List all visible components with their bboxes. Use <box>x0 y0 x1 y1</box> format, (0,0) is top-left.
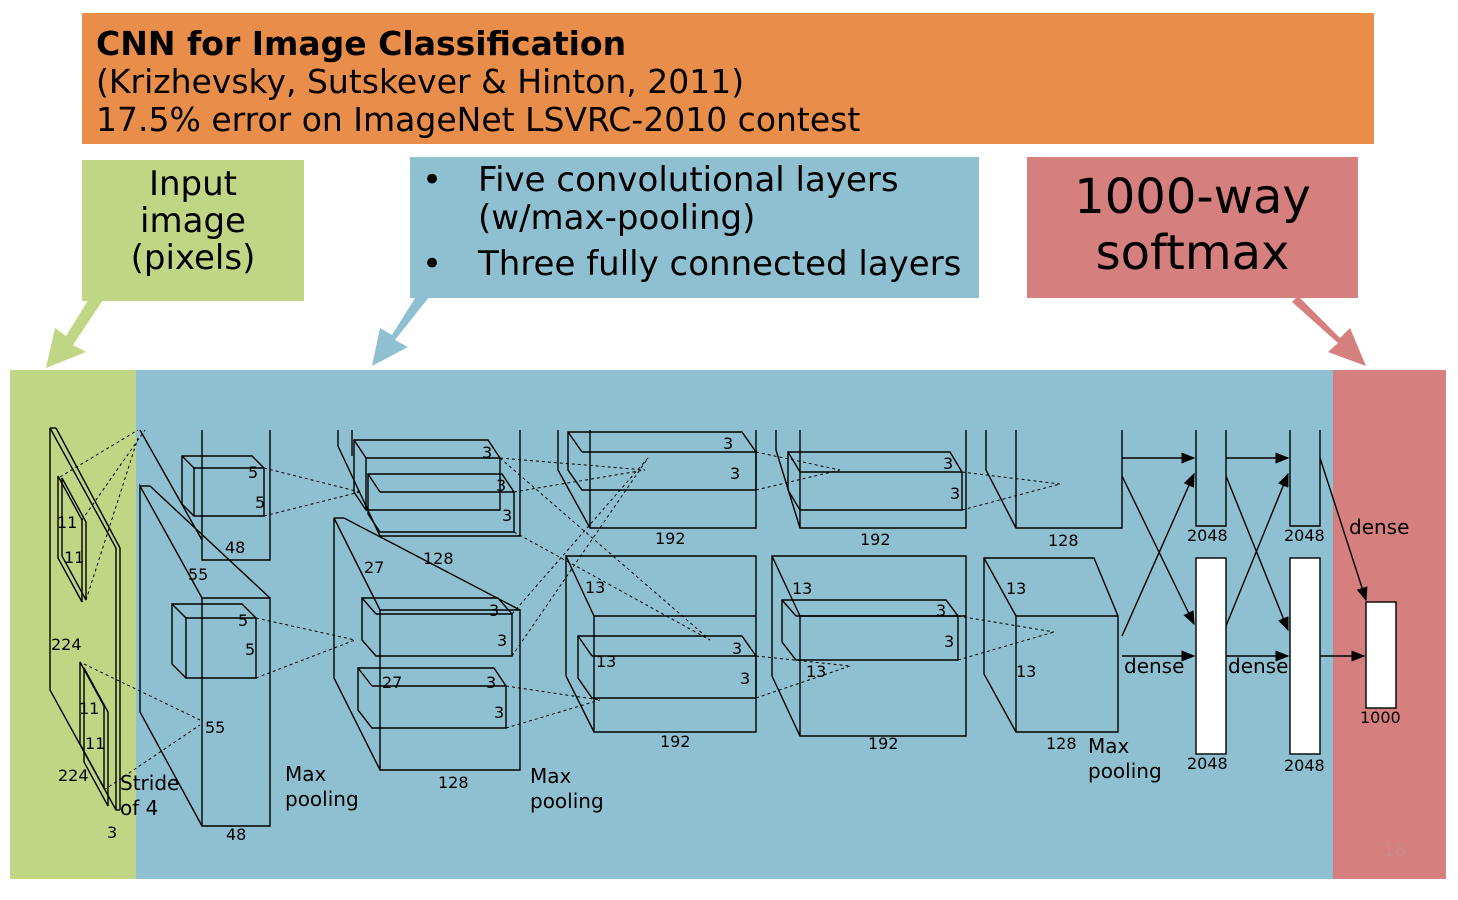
conv5-size-b: 13 <box>1016 662 1036 681</box>
pool1-label-2: pooling <box>285 787 359 811</box>
conv4-block <box>771 430 967 737</box>
softmax-callout: 1000-way softmax <box>1027 157 1358 298</box>
conv2-size-bottom: 27 <box>382 673 402 692</box>
conv3-kernel-c: 3 <box>732 639 742 658</box>
conv3-size-b: 13 <box>596 652 616 671</box>
input-callout-line-2: image <box>140 201 246 241</box>
layers-list-item: • Five convolutional layers (w/max-pooli… <box>422 161 979 237</box>
pool3-label-2: pooling <box>1088 759 1162 783</box>
conv2-kernel-b: 3 <box>496 476 506 495</box>
conv3-depth-bottom: 192 <box>660 732 691 751</box>
input-callout: Input image (pixels) <box>82 160 304 301</box>
conv4-depth-top: 192 <box>860 530 891 549</box>
fc2-size-bottom: 2048 <box>1284 756 1325 775</box>
conv1-depth-top: 48 <box>225 538 245 557</box>
output-layer <box>1365 601 1397 709</box>
layers-list: • Five convolutional layers (w/max-pooli… <box>422 161 979 283</box>
input-kernel-width: 11 <box>64 548 84 567</box>
citation: (Krizhevsky, Sutskever & Hinton, 2011) <box>96 62 745 101</box>
bullet-icon: • <box>422 244 443 284</box>
conv5-block <box>983 430 1123 733</box>
pool1-label-1: Max <box>285 762 327 786</box>
conv4-size-a: 13 <box>792 579 812 598</box>
conv3-kernel-a: 3 <box>723 434 733 453</box>
conv2-kernel-a: 3 <box>482 443 492 462</box>
conv3-kernel-b: 3 <box>730 464 740 483</box>
input-depth-label: 3 <box>107 823 117 842</box>
error-rate-note: 17.5% error on ImageNet LSVRC-2010 conte… <box>96 100 861 139</box>
conv5-depth-bottom: 128 <box>1046 734 1077 753</box>
conv1-kernel-a: 5 <box>248 463 258 482</box>
conv1-kernel-c: 5 <box>238 611 248 630</box>
conv3-depth-top: 192 <box>655 529 686 548</box>
conv2-depth-top: 128 <box>423 549 454 568</box>
output-size-label: 1000 <box>1360 708 1401 727</box>
pool3-label-1: Max <box>1088 734 1130 758</box>
conv5-depth-top: 128 <box>1048 531 1079 550</box>
slide-title: CNN for Image Classification <box>96 24 627 63</box>
dense-layers <box>1195 430 1397 755</box>
bullet-icon: • <box>422 160 443 200</box>
conv5-size-a: 13 <box>1006 579 1026 598</box>
conv2-kernel-g: 3 <box>494 703 504 722</box>
layers-list-item: • Three fully connected layers <box>422 245 979 283</box>
softmax-callout-arrow <box>1292 296 1366 366</box>
conv4-kernel-a: 3 <box>943 454 953 473</box>
conv2-kernel-c: 3 <box>502 506 512 525</box>
dense-label-2: dense <box>1228 654 1288 678</box>
stride-label-2: of 4 <box>120 796 158 820</box>
softmax-callout-line-1: 1000-way <box>1074 169 1311 225</box>
conv2-kernel-d: 3 <box>489 601 499 620</box>
input-callout-line-1: Input <box>148 164 238 204</box>
layers-callout-arrow <box>372 290 430 366</box>
softmax-callout-line-2: softmax <box>1095 225 1290 281</box>
max-pooling-text: (w/max-pooling) <box>478 198 756 238</box>
conv4-kernel-b: 3 <box>950 484 960 503</box>
input-kernel-top <box>57 475 83 603</box>
input-band <box>10 370 136 879</box>
fc2-size-top: 2048 <box>1284 526 1325 545</box>
input-width-label: 224 <box>58 766 89 785</box>
conv4-size-b: 13 <box>806 662 826 681</box>
conv1-depth-bottom: 48 <box>226 825 246 844</box>
conv1-kernel-b: 5 <box>255 493 265 512</box>
conv4-kernel-c: 3 <box>936 601 946 620</box>
dense-label-3: dense <box>1349 515 1409 539</box>
conv1-size-bottom: 55 <box>205 718 225 737</box>
conv2-size-top: 27 <box>364 558 384 577</box>
dense-label-1: dense <box>1124 654 1184 678</box>
conv2-depth-bottom: 128 <box>438 773 469 792</box>
conv3-kernel-d: 3 <box>740 669 750 688</box>
title-banner: CNN for Image Classification (Krizhevsky… <box>82 13 1374 144</box>
pool2-label-2: pooling <box>530 789 604 813</box>
input-callout-line-3: (pixels) <box>130 238 256 278</box>
stride-label-1: Stride <box>120 771 179 795</box>
conv1-kernel-d: 5 <box>245 640 255 659</box>
layers-band <box>136 370 1333 879</box>
input-callout-arrow <box>46 294 103 368</box>
fc1-size-top: 2048 <box>1187 526 1228 545</box>
input-height-label: 224 <box>51 635 82 654</box>
conv4-kernel-d: 3 <box>944 632 954 651</box>
fc1-size-bottom: 2048 <box>1187 754 1228 773</box>
conv-layers-text: Five convolutional layers <box>478 160 899 200</box>
conv2-kernel-f: 3 <box>486 673 496 692</box>
conv2-kernel-e: 3 <box>497 631 507 650</box>
input-kernel-height: 11 <box>57 513 77 532</box>
page-number: 16 <box>1383 840 1406 861</box>
pool2-label-1: Max <box>530 764 572 788</box>
input-kernel-height-2: 11 <box>79 699 99 718</box>
input-kernel-width-2: 11 <box>85 734 105 753</box>
conv4-depth-bottom: 192 <box>868 734 899 753</box>
conv1-size-top: 55 <box>188 565 208 584</box>
layers-callout: • Five convolutional layers (w/max-pooli… <box>410 157 979 298</box>
fc-layers-text: Three fully connected layers <box>478 244 962 284</box>
conv3-size-a: 13 <box>585 578 605 597</box>
